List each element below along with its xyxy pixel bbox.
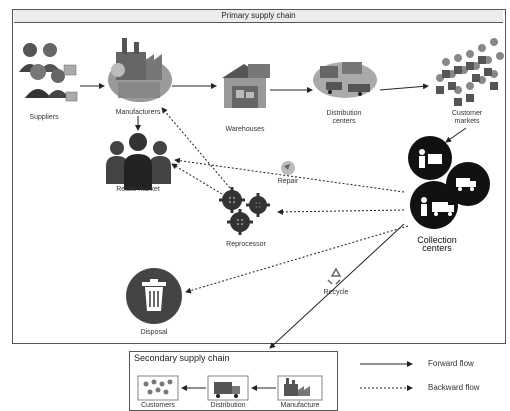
collection-centers-label: Collection centers [417,235,457,253]
disposal-label: Disposal [140,329,168,336]
secondary-distribution-label: Distribution [210,402,246,409]
secondary-manufacture-label: Manufacture [280,402,320,409]
reuse-market-label: Reuse market [116,186,160,193]
forward-flows [80,83,467,349]
warehouses-label: Warehouses [225,126,265,133]
warehouses-icon [222,64,270,108]
flow-collection-to-reuse [174,157,405,193]
reprocessor-label: Reprocessor [226,241,266,248]
recycle-icon [327,267,342,285]
suppliers-label: Suppliers [29,114,59,121]
flow-collection-to-secondary [269,223,405,349]
backward-flows [161,107,409,294]
disposal-icon [126,268,182,324]
manufacturers-label: Manufacturers [115,109,161,116]
flow-collection-to-reprocessor [277,208,405,215]
primary-chain-title: Primary supply chain [221,11,296,20]
customer-markets-label: Customer markets [451,110,483,125]
secondary-chain-title: Secondary supply chain [134,353,230,363]
secondary-manufacture-icon [277,375,323,401]
distribution-centers-label: Distribution centers [326,110,362,125]
secondary-customers-icon [137,375,179,401]
secondary-distribution-icon [207,375,249,401]
reprocessor-icon [219,187,270,235]
suppliers-icon [19,43,78,102]
legend-backward-label: Backward flow [428,383,480,392]
distribution-centers-icon [313,62,377,98]
repair-icon [281,161,295,175]
primary-chain-frame [12,9,506,344]
manufacturers-icon [108,38,172,102]
collection-centers-icon [408,136,490,229]
reuse-market-icon [106,133,171,190]
flow-reprocessor-to-reuse [171,163,223,195]
flow-reprocessor-to-manufacturers [161,107,231,189]
flow-distribution-to-customers [379,83,429,91]
customer-markets-icon [436,38,504,106]
secondary-customers-label: Customers [141,402,175,409]
flow-collection-to-disposal [185,225,409,294]
flow-customers-to-collection [445,127,467,143]
primary-chain-header: Primary supply chain [14,10,503,23]
legend-forward-label: Forward flow [428,359,474,368]
recycle-label: Recycle [323,289,349,296]
repair-label: Repair [277,178,299,185]
